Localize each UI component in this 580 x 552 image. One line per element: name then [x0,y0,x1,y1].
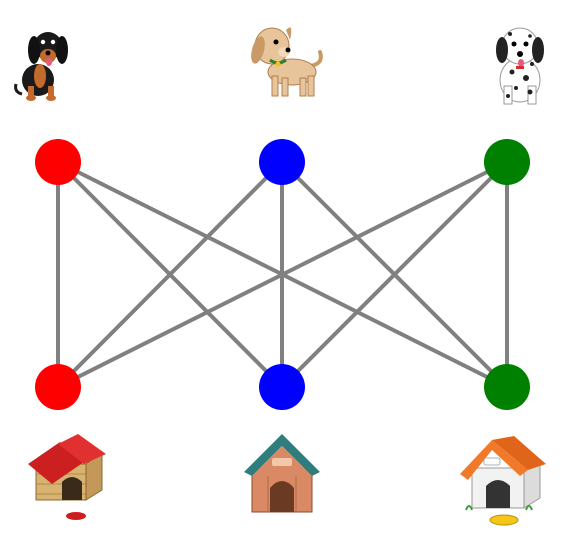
node-t1[interactable] [35,139,81,185]
orange-roof-doghouse-icon [460,436,546,526]
node-t2[interactable] [259,139,305,185]
edge-t2-b1 [56,160,284,389]
nodes-group [35,139,530,410]
edge-t3-b2 [280,160,509,389]
puppy-dog-icon [251,27,323,97]
edge-t3-b1 [57,160,508,389]
dalmatian-dog-icon [496,27,544,105]
node-b3[interactable] [484,364,530,410]
red-roof-doghouse-icon [28,434,106,520]
node-b2[interactable] [259,364,305,410]
dachshund-dog-icon [14,32,68,101]
teal-roof-doghouse-icon [244,434,320,513]
node-b1[interactable] [35,364,81,410]
edges-group [56,160,509,389]
node-t3[interactable] [484,139,530,185]
